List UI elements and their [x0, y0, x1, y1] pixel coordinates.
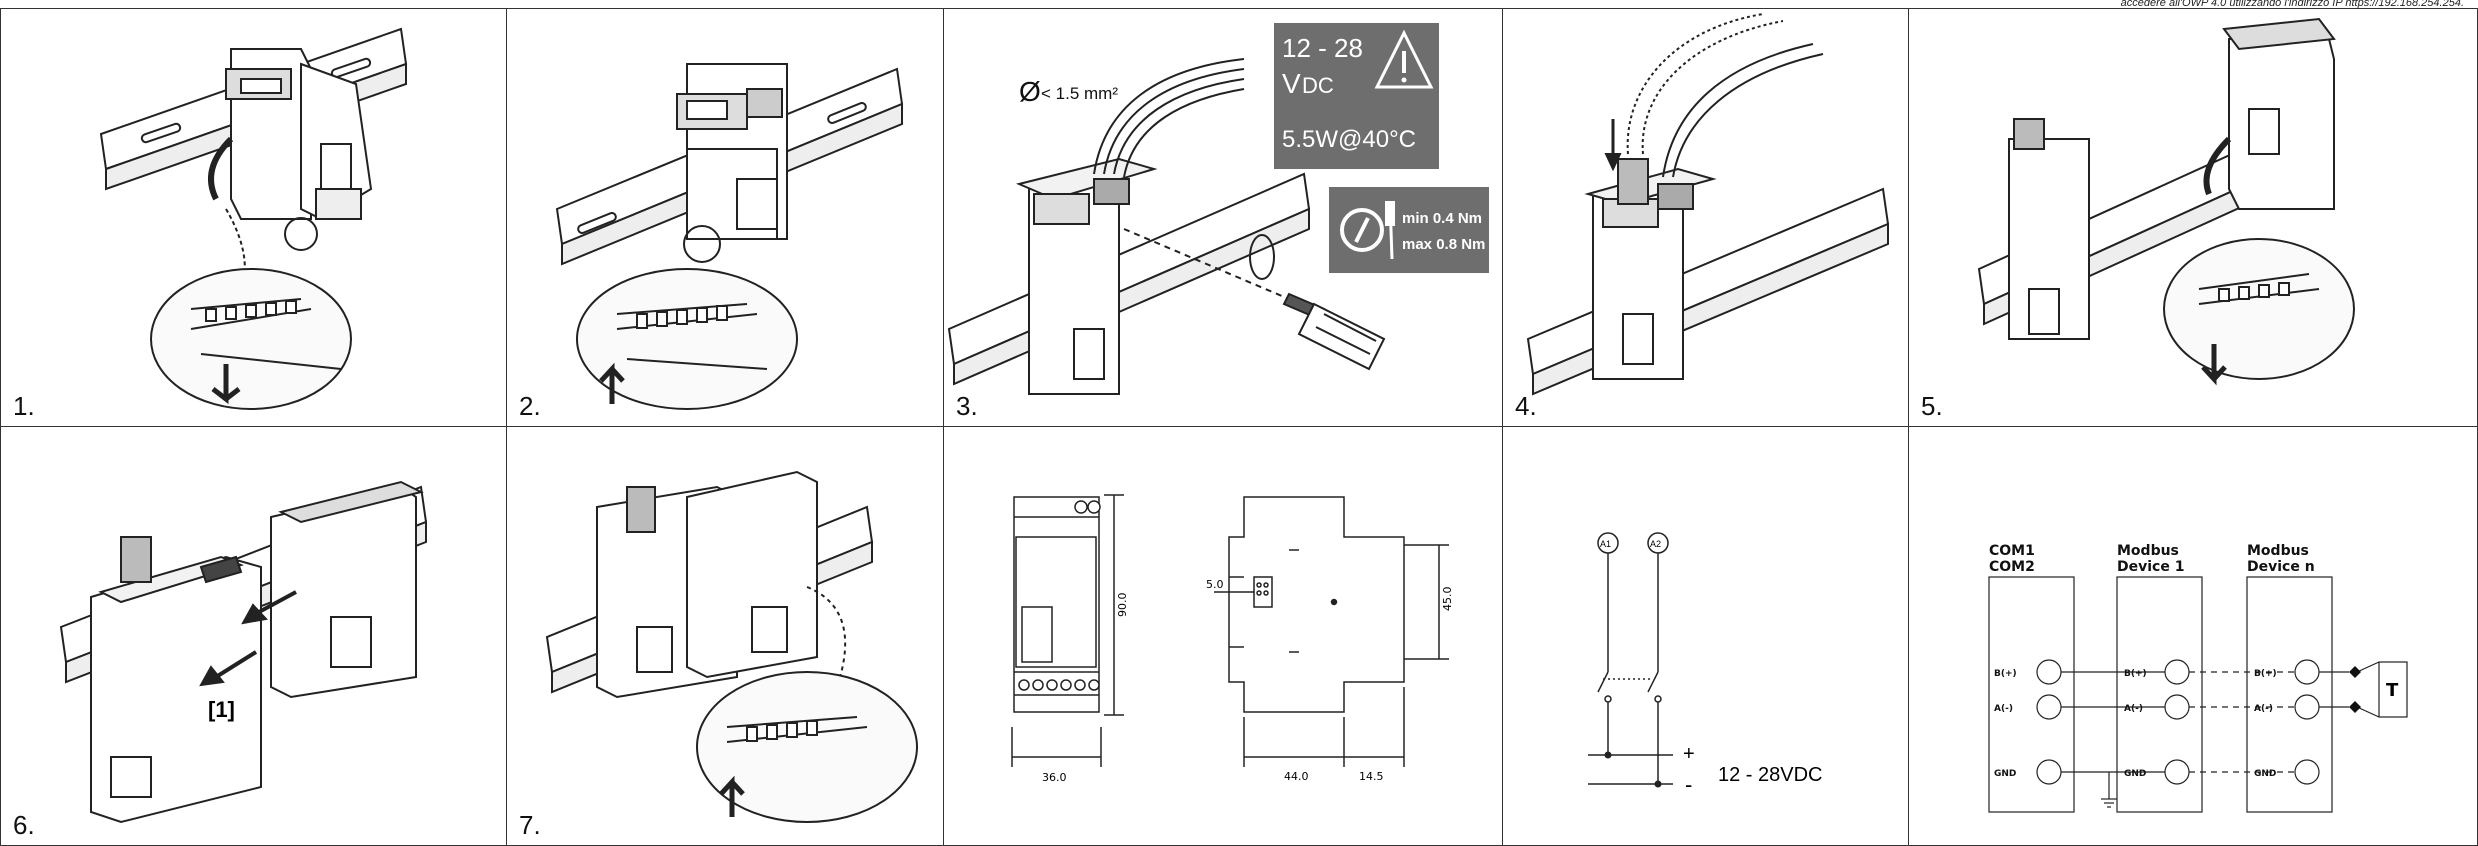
step-3-illustration: Ø < 1.5 mm² 12 - 28 V DC 5.5W@40°C min 0…	[947, 23, 1489, 395]
panel-step-2: 2.	[506, 8, 944, 427]
supply-voltage: 12 - 28VDC	[1718, 764, 1823, 786]
header-note: accedere all'OWP 4.0 utilizzando l'indir…	[2120, 0, 2464, 9]
step-1-illustration	[99, 27, 408, 410]
com-gnd: GND	[1994, 769, 2016, 779]
devn-b-plus: B(+)	[2254, 669, 2277, 679]
devn-a-minus: A(-)	[2254, 704, 2273, 714]
panel-step-4: 4.	[1502, 8, 1909, 427]
panel-step-7: 7.	[506, 426, 944, 846]
step-6-marker: [1]	[208, 697, 235, 722]
panel-modbus-wiring: COM1 COM2 Modbus Device 1 Modbus Device …	[1908, 426, 2478, 846]
com-b-plus: B(+)	[1994, 669, 2017, 679]
voltage-unit: V	[1282, 68, 1301, 99]
step-2-illustration	[555, 63, 904, 410]
step-number: 3.	[956, 391, 978, 421]
panel-step-1: 1.	[0, 8, 507, 427]
panel-step-6: [1] 6.	[0, 426, 507, 846]
step-7-illustration	[545, 470, 918, 823]
dim-depth: 44.0	[1284, 770, 1309, 783]
voltage-unit-sub: DC	[1302, 73, 1334, 98]
dim-rail-offset: 5.0	[1206, 578, 1224, 591]
step-4-illustration	[1526, 13, 1890, 396]
com-a-minus: A(-)	[1994, 704, 2013, 714]
warning-icon	[1374, 29, 1434, 89]
devn-gnd: GND	[2254, 769, 2276, 779]
dev1-b-plus: B(+)	[2124, 669, 2147, 679]
dim-side-height: 45.0	[1441, 587, 1454, 612]
col1-title-2: COM2	[1989, 559, 2035, 575]
col2-title-2: Device 1	[2117, 559, 2184, 575]
panel-power-wiring: A1 A2 + - 12 - 28VDC	[1502, 426, 1909, 846]
step-number: 6.	[13, 810, 35, 840]
dev1-a-minus: A(-)	[2124, 704, 2143, 714]
col2-title-1: Modbus	[2117, 543, 2179, 559]
terminal-a1: A1	[1600, 539, 1611, 549]
power-wiring-diagram: A1 A2 + - 12 - 28VDC	[1588, 532, 1823, 797]
dimension-drawing: 90.0 36.0 45.0 5.0 44.0 14.5	[1011, 494, 1454, 784]
panel-step-3: Ø < 1.5 mm² 12 - 28 V DC 5.5W@40°C min 0…	[943, 8, 1503, 427]
dev1-gnd: GND	[2124, 769, 2146, 779]
wire-size-label: < 1.5 mm²	[1041, 84, 1118, 103]
col3-title-2: Device n	[2247, 559, 2315, 575]
terminal-a2: A2	[1650, 539, 1661, 549]
terminator-label: T	[2386, 680, 2399, 701]
panel-step-5: 5.	[1908, 8, 2478, 427]
torque-max: max 0.8 Nm	[1402, 236, 1485, 253]
step-number: 7.	[519, 810, 541, 840]
step-number: 4.	[1515, 391, 1537, 421]
step-number: 5.	[1921, 391, 1943, 421]
modbus-wiring-diagram: COM1 COM2 Modbus Device 1 Modbus Device …	[1988, 543, 2408, 813]
col1-title-1: COM1	[1989, 543, 2035, 559]
minus-sign: -	[1685, 772, 1692, 797]
step-number: 1.	[13, 391, 35, 421]
power-rating: 5.5W@40°C	[1282, 126, 1416, 153]
torque-spec-box	[1329, 187, 1489, 273]
dim-offset: 14.5	[1359, 770, 1384, 783]
col3-title-1: Modbus	[2247, 543, 2309, 559]
step-5-illustration	[1977, 17, 2355, 386]
step-number: 2.	[519, 391, 541, 421]
panel-dimensions: 90.0 36.0 45.0 5.0 44.0 14.5	[943, 426, 1503, 846]
dim-width: 36.0	[1042, 771, 1067, 784]
voltage-range: 12 - 28	[1282, 33, 1363, 63]
dim-height: 90.0	[1116, 593, 1129, 618]
plus-sign: +	[1683, 743, 1695, 765]
torque-min: min 0.4 Nm	[1402, 210, 1482, 227]
step-6-illustration: [1]	[59, 480, 428, 824]
diameter-symbol: Ø	[1019, 76, 1041, 107]
screwdriver-rotation-icon	[1340, 200, 1395, 260]
